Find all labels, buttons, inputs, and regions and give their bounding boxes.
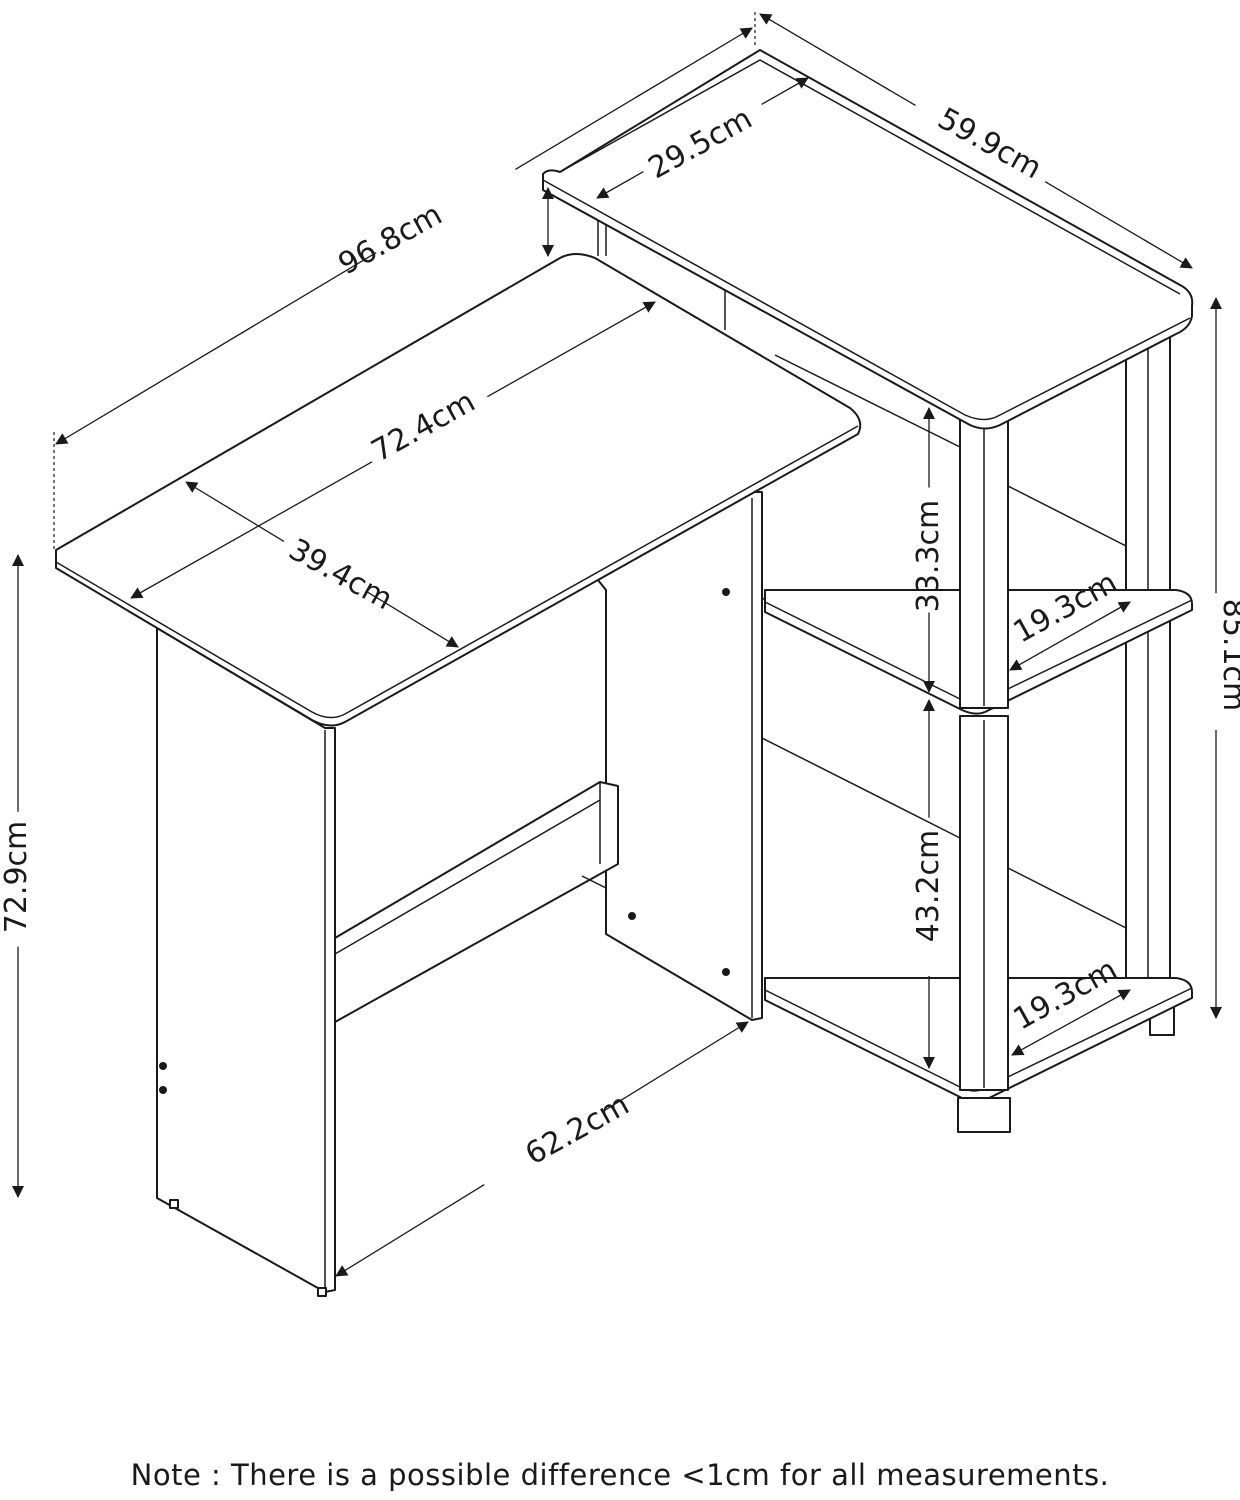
dim-overall-height: 85.1cm (1216, 599, 1240, 712)
dimension-lines (12, 13, 1222, 1277)
shelf-front-foot (957, 1097, 1011, 1133)
dimline-upper-shelf-depth (1009, 601, 1131, 671)
shelf-top (542, 49, 1194, 430)
dimline-shelf-depth (1044, 181, 1193, 269)
measurement-note: Note : There is a possible difference <1… (130, 1458, 1110, 1492)
dimline-lower-shelf-depth (1011, 989, 1131, 1056)
desk-legs (156, 491, 763, 1297)
dimline-leg-span (335, 1184, 485, 1277)
dimline-shelf-top-width (761, 77, 809, 105)
dimline-shelf-depth (759, 13, 916, 107)
dimline-overall-width (515, 27, 753, 170)
dimline-desk-depth (185, 481, 285, 542)
dim-overall-width: 96.8cm (333, 197, 448, 282)
dim-lower-shelf-gap: 43.2cm (911, 830, 946, 943)
dimline-overall-width (55, 252, 377, 445)
dim-leg-span: 62.2cm (520, 1087, 635, 1172)
dim-upper-shelf-gap: 33.3cm (911, 500, 946, 613)
shelf-front-legs (957, 419, 1011, 1133)
dimline-shelf-top-width (596, 171, 644, 199)
dimline-leg-span (603, 1021, 749, 1112)
dimline-desk-length (487, 301, 656, 398)
extension-lines (53, 12, 756, 552)
dimline-desk-length (130, 461, 373, 599)
desk-top (55, 253, 862, 727)
dim-desk-height: 72.9cm (0, 821, 34, 934)
dimline-desk-depth (365, 590, 459, 648)
